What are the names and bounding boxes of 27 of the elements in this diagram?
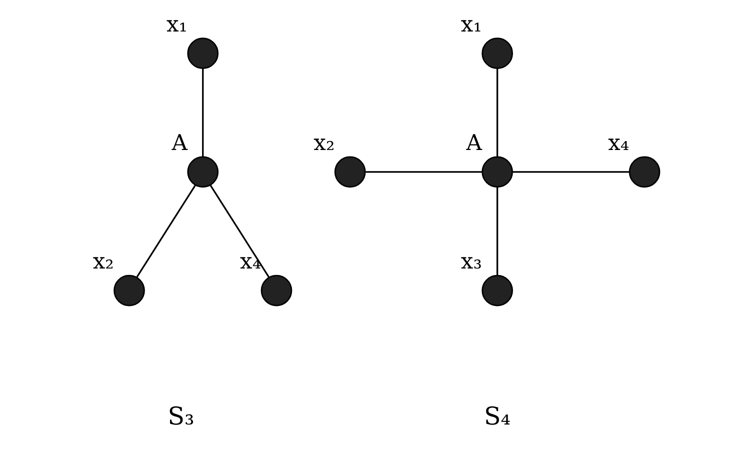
connector: [496, 187, 498, 276]
node-label: x₂: [92, 249, 114, 274]
connector: [366, 171, 482, 173]
node-circle: [187, 156, 219, 188]
connector: [202, 68, 204, 157]
node-circle: [482, 274, 513, 306]
node-label: x₄: [240, 249, 262, 274]
node-label: x₄: [608, 130, 630, 156]
label: S₄: [484, 402, 511, 431]
node-label: A: [172, 130, 188, 156]
node-circle: [482, 156, 513, 188]
node-circle: [482, 38, 513, 69]
node-label: x₁: [166, 12, 188, 38]
node-label: x₁: [460, 12, 482, 38]
connector: [496, 68, 498, 157]
node-circle: [260, 274, 292, 306]
node-circle: [114, 274, 145, 306]
connector: [136, 184, 196, 278]
node-circle: [334, 156, 366, 188]
connector: [210, 184, 270, 278]
node-circle: [187, 38, 219, 69]
connector: [512, 171, 630, 173]
node-label: x₂: [314, 130, 335, 156]
node-circle: [628, 156, 660, 188]
node-label: x₃: [460, 249, 482, 274]
label: S₃: [168, 402, 194, 431]
node-label: A: [466, 130, 482, 156]
